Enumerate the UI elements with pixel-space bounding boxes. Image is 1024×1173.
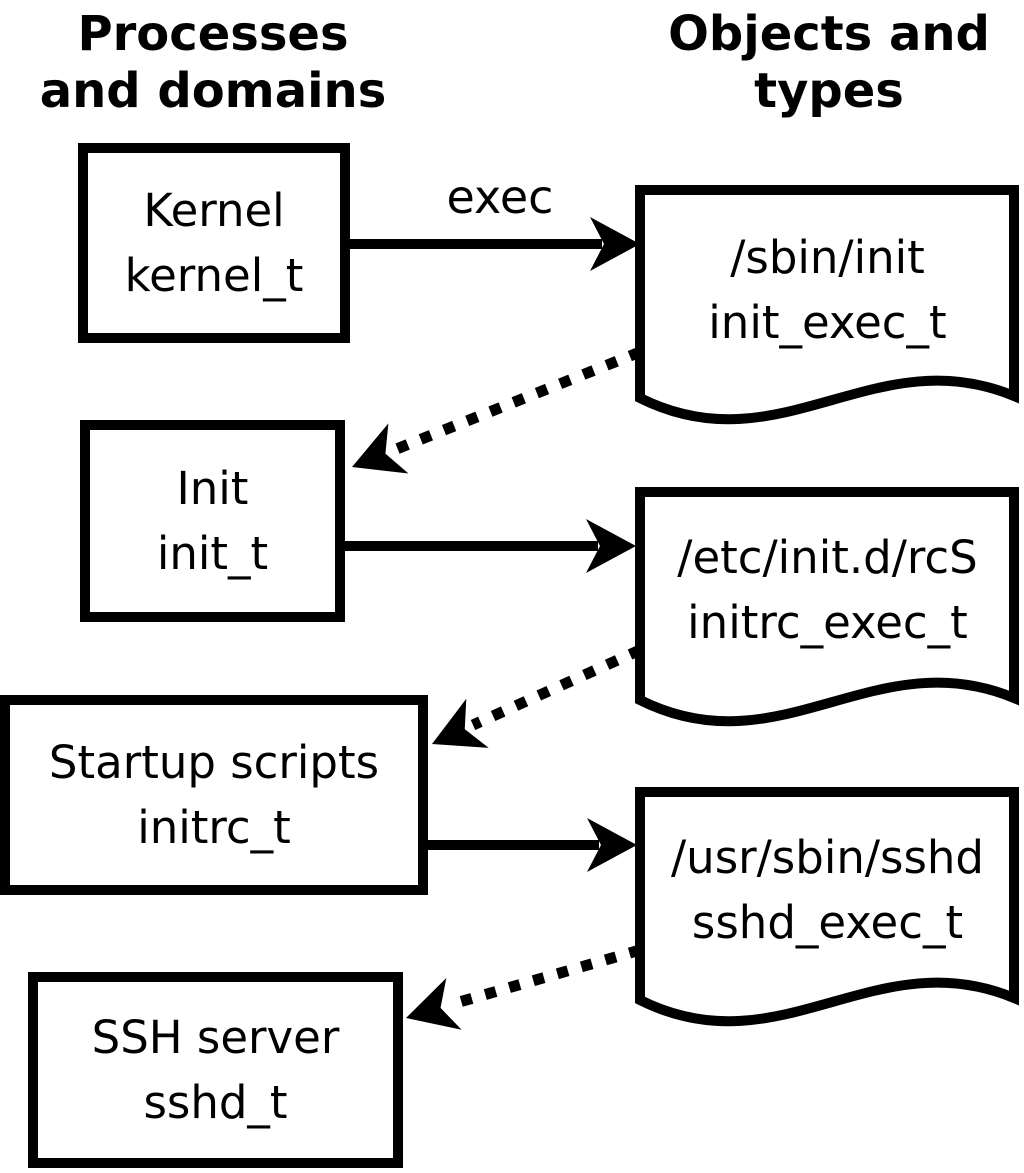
process-box-sshd: SSH server sshd_t	[28, 972, 403, 1168]
exec-arrow-init-to-initrc-exec	[345, 519, 636, 573]
column-header-processes-line1: Processes	[77, 6, 349, 62]
arrowhead-icon	[590, 217, 640, 271]
column-header-objects: Objects and types	[640, 6, 1018, 120]
column-header-processes: Processes and domains	[28, 6, 398, 120]
process-type: initrc_t	[137, 801, 291, 854]
document-shape-init-exec	[635, 185, 1019, 425]
arrowhead-icon	[352, 423, 409, 474]
process-name: SSH server	[91, 1011, 340, 1064]
exec-edge-label: exec	[446, 170, 554, 224]
arrowhead-icon	[587, 818, 637, 872]
process-type: sshd_t	[143, 1076, 288, 1129]
process-name: Startup scripts	[48, 736, 380, 789]
document-shape-initrc-exec	[635, 487, 1019, 727]
transition-arrow-init-exec-to-init	[352, 346, 643, 474]
process-name: Init	[176, 462, 249, 515]
process-box-init: Init init_t	[80, 420, 345, 622]
arrowhead-icon	[432, 698, 489, 748]
transition-arrow-sshd-exec-to-sshd	[406, 944, 642, 1030]
process-box-initrc: Startup scripts initrc_t	[0, 695, 428, 895]
process-name: Kernel	[143, 184, 285, 237]
process-type: init_t	[156, 527, 269, 580]
arrowhead-icon	[406, 977, 462, 1030]
transition-arrow-initrc-exec-to-initrc	[432, 644, 643, 748]
column-header-processes-line2: and domains	[39, 63, 387, 119]
exec-arrow-initrc-to-sshd-exec	[428, 818, 637, 872]
process-box-kernel: Kernel kernel_t	[78, 143, 350, 343]
process-type: kernel_t	[124, 249, 304, 302]
document-shape-sshd-exec	[635, 787, 1019, 1027]
arrowhead-icon	[586, 519, 636, 573]
exec-arrow-kernel-to-init-exec	[350, 217, 640, 271]
column-header-objects-line1: Objects and	[668, 6, 990, 62]
column-header-objects-line2: types	[754, 63, 904, 119]
